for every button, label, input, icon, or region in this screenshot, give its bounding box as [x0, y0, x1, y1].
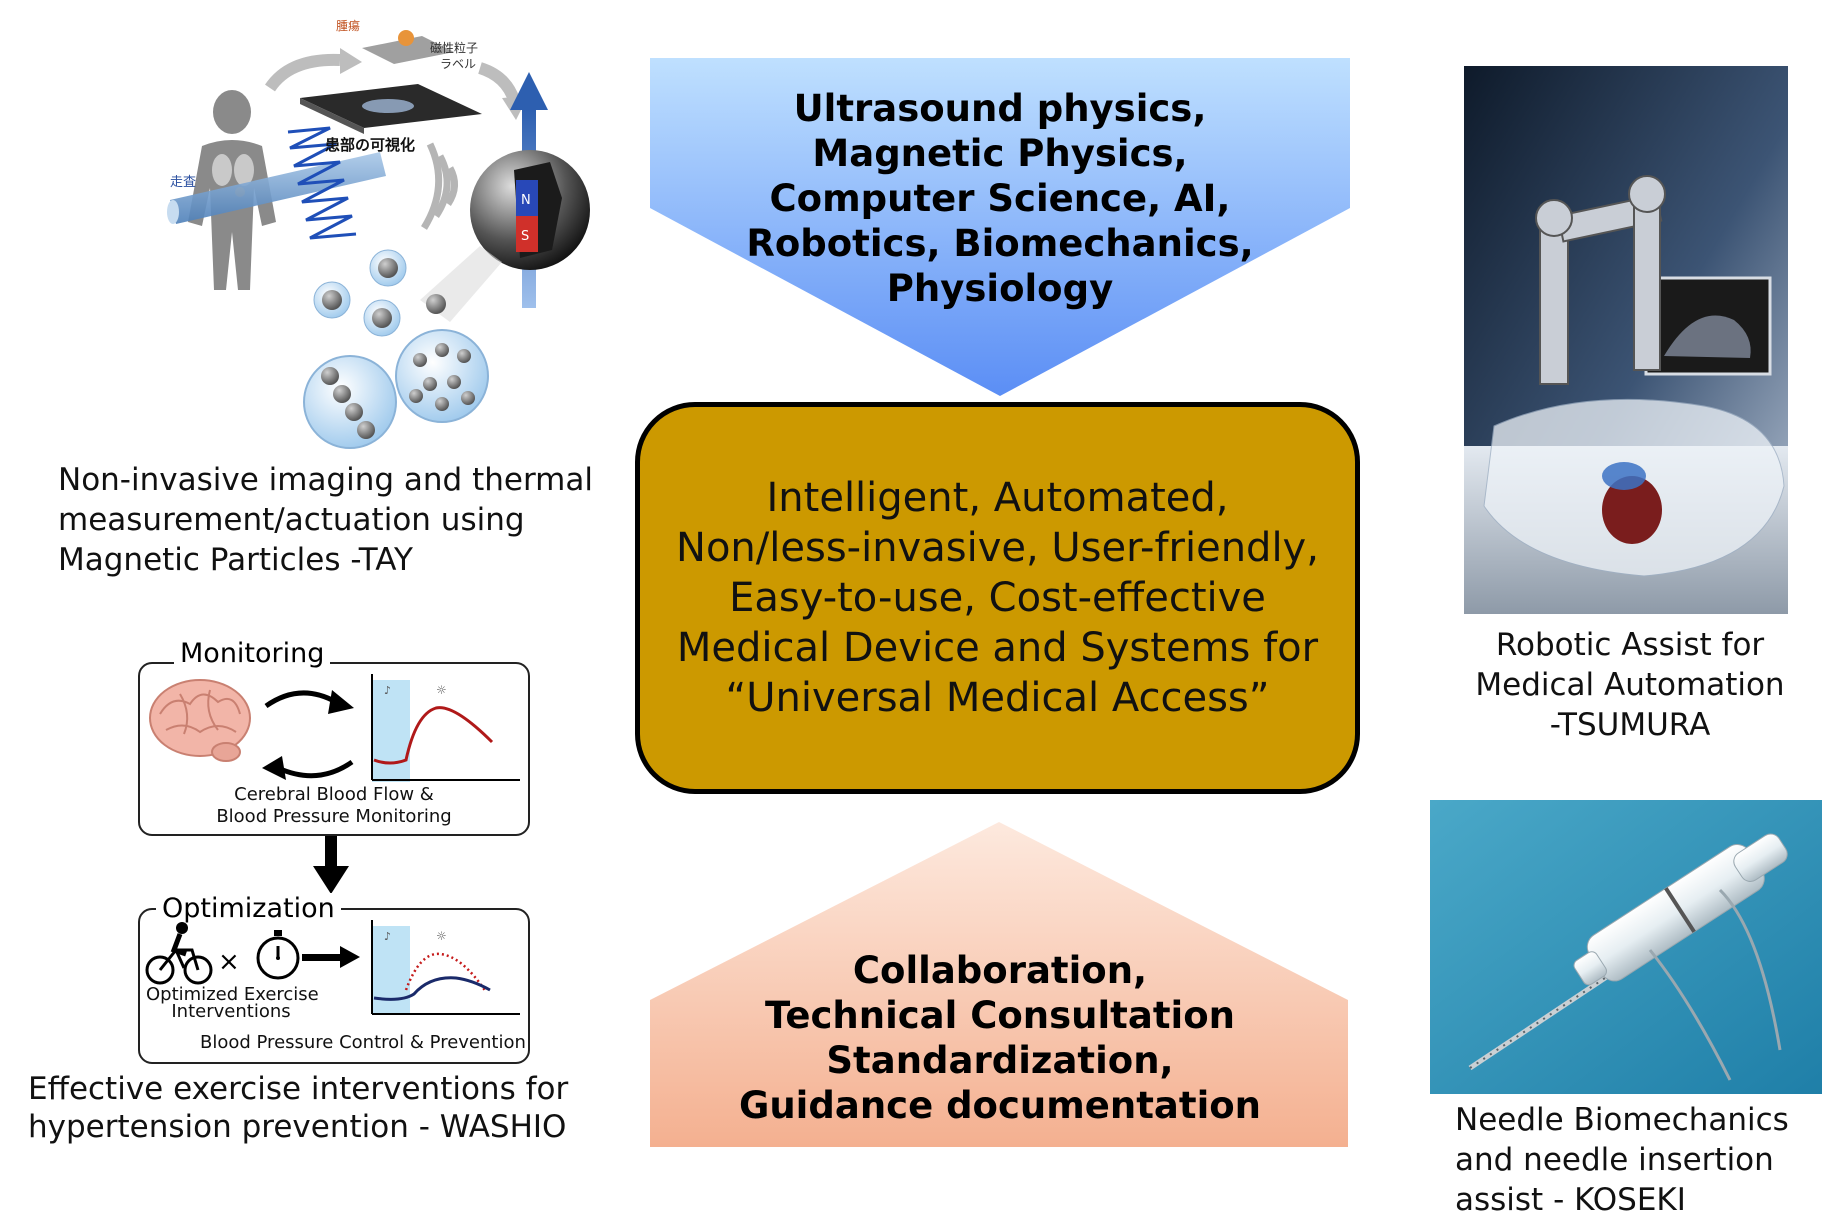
bp-control-caption: Blood Pressure Control & Prevention: [200, 1032, 526, 1053]
monitoring-caption-line: Blood Pressure Monitoring: [216, 806, 452, 827]
particle-label-2: ラベル: [440, 57, 476, 71]
down-arrow-icon: [313, 836, 349, 894]
optimization-title: Optimization: [156, 893, 341, 924]
collab-line: Standardization,: [826, 1039, 1174, 1082]
cell-with-particles-icon: [395, 329, 489, 423]
particle-label-1: 磁性粒子: [430, 40, 478, 55]
exercise-caption-line: Optimized Exercise: [146, 984, 319, 1005]
syringe-body-icon: [1573, 833, 1788, 986]
tay-caption-line: measurement/actuation using: [58, 502, 525, 538]
robotic-ultrasound-photo: [1464, 66, 1788, 614]
exercise-caption-line: Interventions: [171, 1001, 291, 1022]
svg-text:☼: ☼: [436, 929, 447, 943]
monitor-icon: [1644, 276, 1772, 376]
scan-label: 走査: [170, 175, 196, 190]
discipline-line: Physiology: [886, 267, 1114, 310]
brain-icon: [149, 679, 251, 762]
cycle-arrows-icon: [264, 690, 354, 779]
optimization-panel: [138, 908, 530, 1064]
discipline-line: Computer Science, AI,: [769, 177, 1231, 220]
core-line: “Universal Medical Access”: [725, 675, 1270, 721]
discipline-line: Robotics, Biomechanics,: [746, 222, 1254, 265]
times-symbol: ×: [218, 947, 240, 977]
disciplines-text: Ultrasound physics, Magnetic Physics, Co…: [650, 86, 1350, 311]
discipline-line: Magnetic Physics,: [812, 132, 1188, 175]
top-chevron-shape: [650, 58, 1350, 396]
bottom-house-shape: [650, 822, 1348, 1147]
washio-caption-line: Effective exercise interventions for: [28, 1071, 569, 1107]
scan-pipe-icon: [167, 152, 386, 224]
monitoring-title: Monitoring: [174, 638, 331, 669]
koseki-caption: Needle Biomechanics and needle insertion…: [1455, 1100, 1789, 1220]
run-icon: ♪: [384, 684, 391, 697]
magnetic-particle-illustration: 走査 患部の可視化 腫瘍 磁性粒子 ラベル N S: [167, 18, 590, 449]
tay-caption-line: Magnetic Particles -TAY: [58, 542, 413, 578]
n-pole-label: N: [521, 193, 531, 208]
collaboration-text: Collaboration, Technical Consultation St…: [650, 948, 1350, 1128]
tsumura-caption-line: Robotic Assist for: [1495, 627, 1765, 663]
core-line: Non/less-invasive, User-friendly,: [676, 525, 1319, 571]
sun-icon: ☼: [436, 683, 447, 697]
collab-line: Guidance documentation: [738, 1084, 1262, 1127]
monitoring-caption-line: Cerebral Blood Flow &: [234, 784, 434, 805]
tsumura-caption-line: Medical Automation: [1475, 667, 1785, 703]
blood-flow-chart-icon: ♪ ☼: [371, 674, 520, 782]
tay-caption-line: Non-invasive imaging and thermal: [58, 462, 593, 498]
core-goal-box: Intelligent, Automated, Non/less-invasiv…: [635, 402, 1360, 794]
collab-line: Technical Consultation: [765, 994, 1235, 1037]
robot-arm-icon: [1535, 175, 1666, 385]
s-pole-label: S: [521, 229, 529, 244]
cyclist-icon: [145, 948, 213, 985]
koseki-caption-line: assist - KOSEKI: [1455, 1182, 1686, 1218]
tumor-label: 腫瘍: [336, 18, 360, 33]
collab-line: Collaboration,: [852, 949, 1148, 992]
blood-pressure-chart-icon: ♪ ☼: [371, 920, 520, 1015]
tsumura-caption: Robotic Assist for Medical Automation -T…: [1440, 625, 1820, 745]
human-silhouette-icon: [188, 90, 276, 290]
magnetic-particles-icon: [313, 249, 446, 337]
core-line: Medical Device and Systems for: [676, 625, 1319, 671]
core-line: Easy-to-use, Cost-effective: [729, 575, 1266, 621]
phantom-body-icon: [1483, 398, 1785, 577]
imaging-screen-icon: [300, 84, 482, 134]
monitoring-graphics: ♪ ☼: [149, 674, 520, 782]
aligned-particles-icon: [303, 355, 397, 449]
stopwatch-icon: [256, 930, 300, 980]
coil-icon: [287, 126, 357, 240]
magnetic-ball-icon: N S: [470, 150, 590, 270]
discipline-line: Ultrasound physics,: [793, 87, 1207, 130]
tsumura-caption-line: -TSUMURA: [1549, 707, 1711, 743]
needle-device-photo: [1430, 800, 1822, 1094]
exercise-caption: Optimized Exercise Interventions: [146, 984, 319, 1022]
right-arrow-icon: [302, 946, 360, 968]
signal-waves-icon: [421, 142, 458, 230]
koseki-caption-line: and needle insertion: [1455, 1142, 1774, 1178]
washio-caption: Effective exercise interventions for hyp…: [28, 1070, 568, 1146]
visualize-label: 患部の可視化: [325, 136, 415, 154]
core-line: Intelligent, Automated,: [766, 475, 1229, 521]
needle-icon: [1468, 965, 1622, 1071]
optimization-graphics: × ♪ ☼: [145, 920, 520, 1015]
tay-caption: Non-invasive imaging and thermal measure…: [58, 460, 593, 580]
monitoring-caption: Cerebral Blood Flow & Blood Pressure Mon…: [140, 784, 528, 828]
svg-text:♪: ♪: [384, 930, 391, 943]
cyclist-head: [176, 922, 188, 934]
koseki-caption-line: Needle Biomechanics: [1455, 1102, 1789, 1138]
washio-caption-line: hypertension prevention - WASHIO: [28, 1109, 567, 1145]
